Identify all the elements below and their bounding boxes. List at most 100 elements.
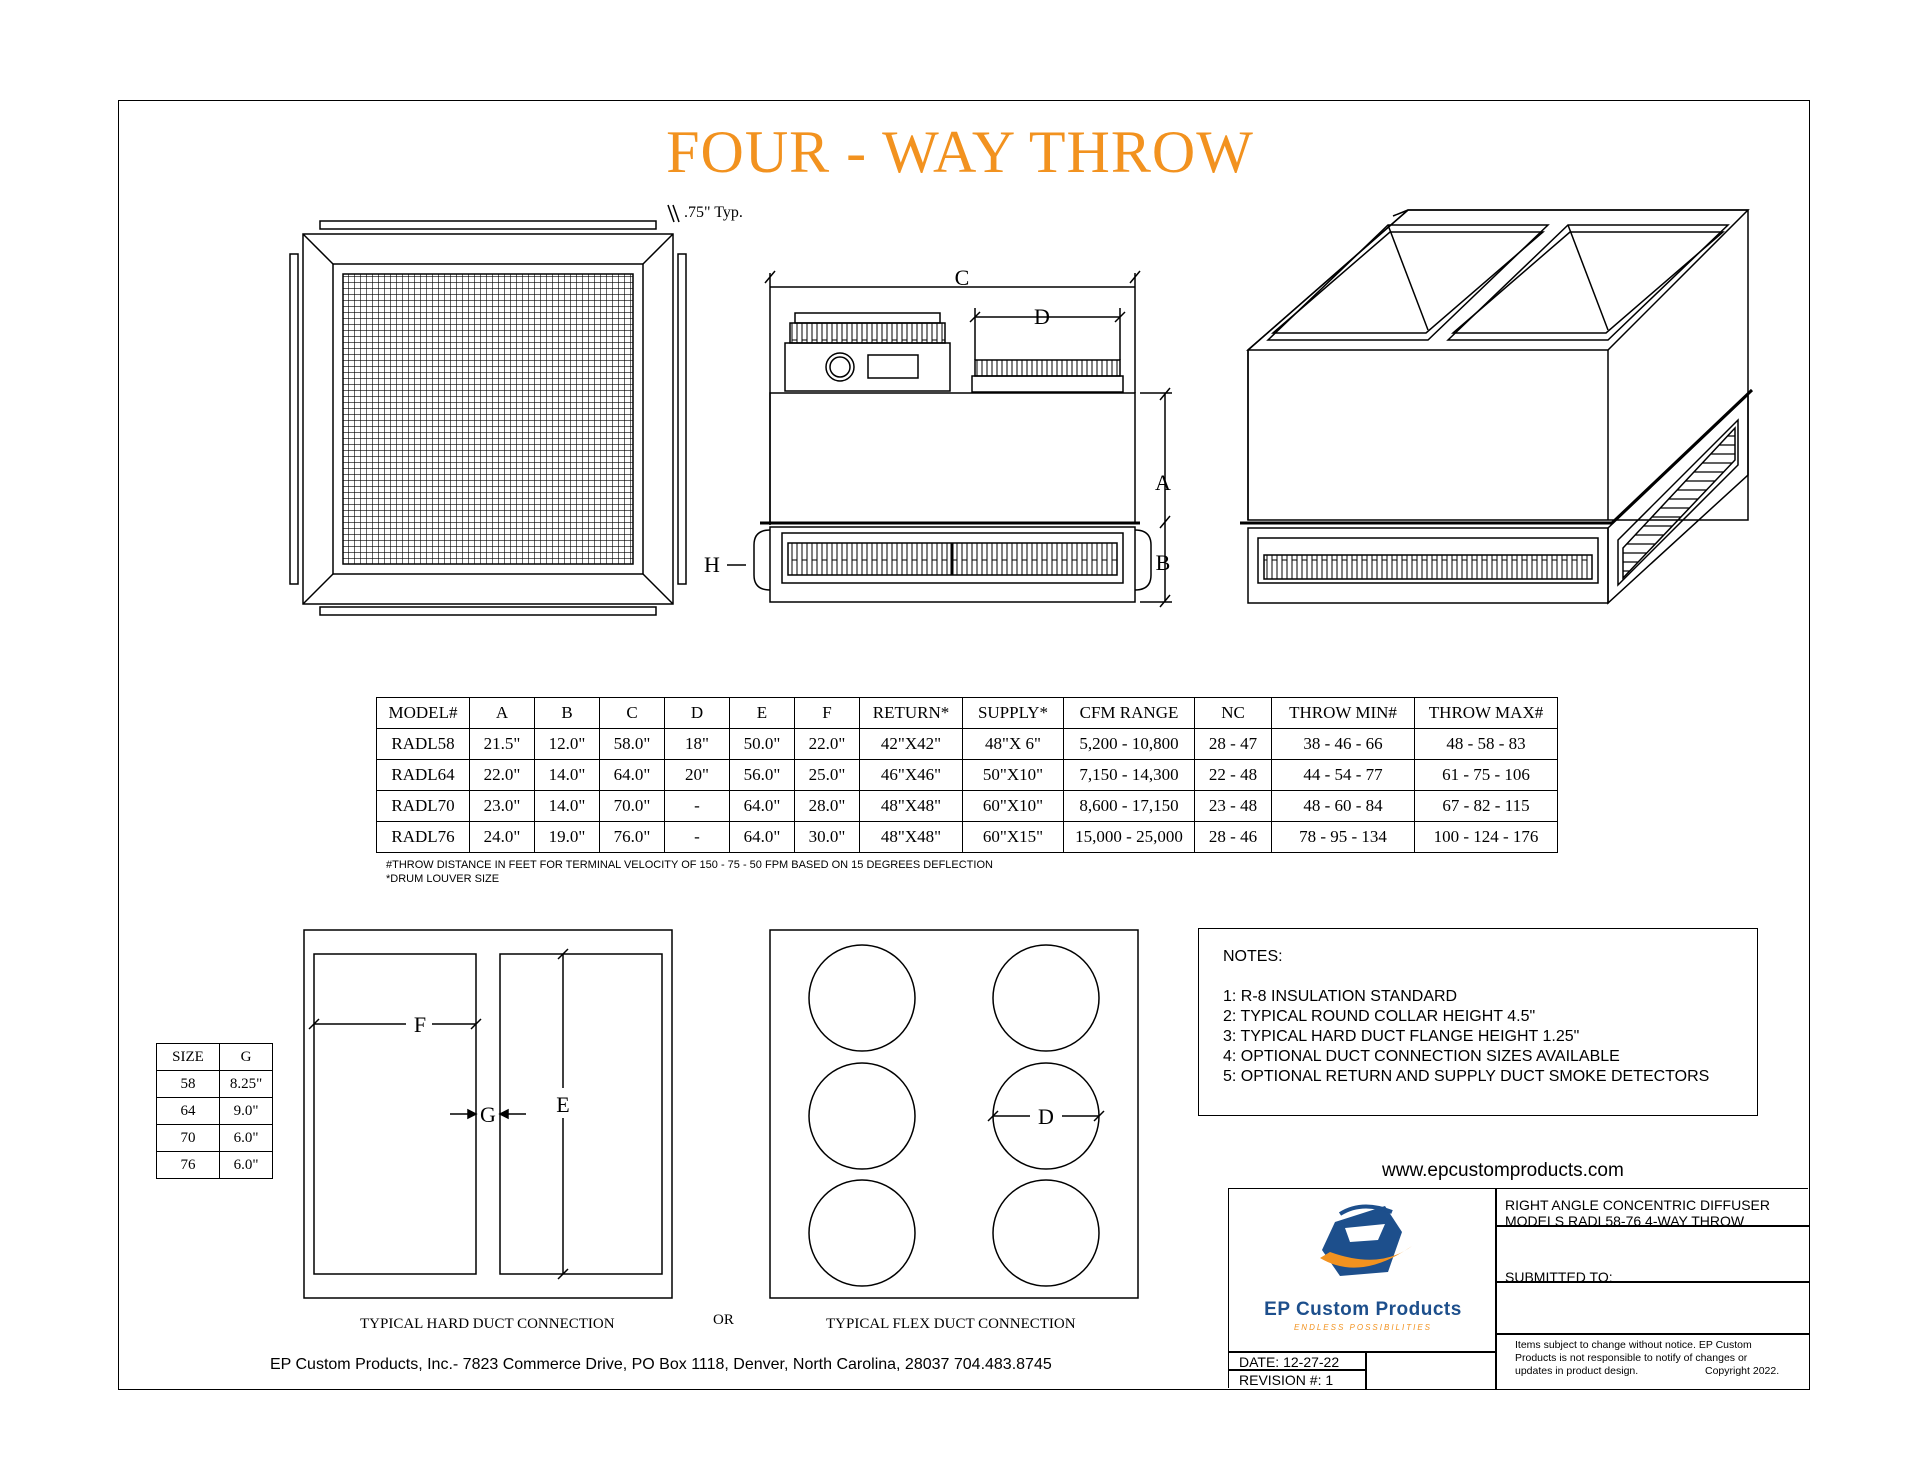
divider [1495, 1225, 1809, 1227]
typical-thickness-label: .75" Typ. [684, 204, 743, 221]
dim-a-label: A [1155, 470, 1171, 495]
col-b: B [534, 697, 600, 729]
table-cell: 48"X48" [859, 821, 963, 853]
table-cell: 14.0" [534, 759, 600, 791]
table-cell: RADL64 [376, 759, 470, 791]
product-line-1: RIGHT ANGLE CONCENTRIC DIFFUSER [1505, 1197, 1770, 1213]
throw-footnote: #THROW DISTANCE IN FEET FOR TERMINAL VEL… [386, 859, 993, 871]
table-cell: 21.5" [469, 728, 535, 760]
dim-d-flex-label: D [1038, 1104, 1054, 1129]
table-cell: 44 - 54 - 77 [1271, 759, 1415, 791]
divider [1229, 1351, 1495, 1353]
table-cell: 8.25" [219, 1070, 273, 1098]
table-cell: 58 [156, 1070, 220, 1098]
product-line-2: MODELS RADL58-76 4-WAY THROW [1505, 1213, 1745, 1229]
table-row: RADL58 21.5" 12.0" 58.0" 18" 50.0" 22.0"… [376, 728, 1558, 760]
disclaimer-line-2: Products is not responsible to notify of… [1515, 1352, 1748, 1364]
or-caption: OR [713, 1312, 734, 1328]
note-item: 2: TYPICAL ROUND COLLAR HEIGHT 4.5" [1223, 1008, 1536, 1025]
col-d: D [664, 697, 730, 729]
table-cell: 60"X15" [962, 821, 1064, 853]
table-row: RADL76 24.0" 19.0" 76.0" - 64.0" 30.0" 4… [376, 821, 1558, 853]
model-spec-table: MODEL# A B C D E F RETURN* SUPPLY* CFM R… [376, 697, 1558, 853]
copyright: Copyright 2022. [1705, 1365, 1780, 1377]
notes-box: NOTES: 1: R-8 INSULATION STANDARD 2: TYP… [1198, 928, 1758, 1116]
table-cell: 56.0" [729, 759, 795, 791]
dim-d-label: D [1034, 304, 1050, 329]
col-c: C [599, 697, 665, 729]
size-table: SIZE G 58 8.25" 64 9.0" 70 6.0" 76 6.0" [156, 1043, 273, 1179]
table-cell: 42"X42" [859, 728, 963, 760]
table-cell: 100 - 124 - 176 [1414, 821, 1558, 853]
col-g: G [219, 1043, 273, 1071]
louver-footnote: *DRUM LOUVER SIZE [386, 873, 500, 885]
table-cell: 38 - 46 - 66 [1271, 728, 1415, 760]
table-cell: 7,150 - 14,300 [1063, 759, 1195, 791]
col-supply: SUPPLY* [962, 697, 1064, 729]
website-link[interactable]: www.epcustomproducts.com [1382, 1160, 1624, 1181]
table-cell: 20" [664, 759, 730, 791]
company-logo-mark [1320, 1204, 1412, 1276]
table-cell: 64.0" [729, 790, 795, 822]
table-cell: 22.0" [469, 759, 535, 791]
table-cell: 23 - 48 [1194, 790, 1272, 822]
date-field: DATE: 12-27-22 [1239, 1354, 1340, 1370]
table-cell: 48 - 58 - 83 [1414, 728, 1558, 760]
table-cell: 19.0" [534, 821, 600, 853]
spec-header-row: MODEL# A B C D E F RETURN* SUPPLY* CFM R… [376, 697, 1558, 729]
dim-b-label: B [1156, 550, 1171, 575]
dim-c-label: C [955, 265, 970, 290]
table-cell: 23.0" [469, 790, 535, 822]
hard-duct-caption: TYPICAL HARD DUCT CONNECTION [360, 1316, 615, 1332]
drawing-sheet-border [118, 100, 1810, 1390]
table-cell: - [664, 790, 730, 822]
table-cell: 18" [664, 728, 730, 760]
table-cell: - [664, 821, 730, 853]
divider [1495, 1333, 1809, 1335]
table-cell: RADL70 [376, 790, 470, 822]
table-cell: 78 - 95 - 134 [1271, 821, 1415, 853]
submitted-to-label: SUBMITTED TO: [1505, 1269, 1613, 1285]
col-nc: NC [1194, 697, 1272, 729]
table-cell: 8,600 - 17,150 [1063, 790, 1195, 822]
note-item: 1: R-8 INSULATION STANDARD [1223, 988, 1458, 1005]
col-throw-max: THROW MAX# [1414, 697, 1558, 729]
logo-company-name: EP Custom Products [1264, 1299, 1462, 1320]
col-size: SIZE [156, 1043, 220, 1071]
size-header-row: SIZE G [156, 1043, 273, 1071]
divider [1495, 1189, 1497, 1389]
table-cell: 48"X48" [859, 790, 963, 822]
table-cell: RADL58 [376, 728, 470, 760]
table-cell: 46"X46" [859, 759, 963, 791]
table-cell: 6.0" [219, 1151, 273, 1179]
revision-field: REVISION #: 1 [1239, 1372, 1334, 1388]
col-a: A [469, 697, 535, 729]
table-cell: 12.0" [534, 728, 600, 760]
company-address-footer: EP Custom Products, Inc.- 7823 Commerce … [270, 1356, 1052, 1373]
table-cell: 61 - 75 - 106 [1414, 759, 1558, 791]
note-item: 5: OPTIONAL RETURN AND SUPPLY DUCT SMOKE… [1223, 1068, 1710, 1085]
table-cell: 67 - 82 - 115 [1414, 790, 1558, 822]
table-row: 64 9.0" [156, 1097, 273, 1125]
col-e: E [729, 697, 795, 729]
table-row: RADL70 23.0" 14.0" 70.0" - 64.0" 28.0" 4… [376, 790, 1558, 822]
logo-tagline: ENDLESS POSSIBILITIES [1293, 1323, 1433, 1332]
flex-duct-caption: TYPICAL FLEX DUCT CONNECTION [826, 1316, 1076, 1332]
divider [1495, 1281, 1809, 1283]
table-cell: 15,000 - 25,000 [1063, 821, 1195, 853]
table-cell: 28.0" [794, 790, 860, 822]
top-view-diffuser [289, 204, 687, 616]
col-throw-min: THROW MIN# [1271, 697, 1415, 729]
col-model: MODEL# [376, 697, 470, 729]
table-cell: 5,200 - 10,800 [1063, 728, 1195, 760]
dim-h-label: H [704, 552, 720, 577]
side-view-diffuser [727, 270, 1172, 608]
title-block: RIGHT ANGLE CONCENTRIC DIFFUSER MODELS R… [1228, 1188, 1809, 1389]
table-cell: 70.0" [599, 790, 665, 822]
table-row: RADL64 22.0" 14.0" 64.0" 20" 56.0" 25.0"… [376, 759, 1558, 791]
table-cell: 24.0" [469, 821, 535, 853]
table-cell: 50.0" [729, 728, 795, 760]
table-cell: 58.0" [599, 728, 665, 760]
table-cell: 25.0" [794, 759, 860, 791]
table-cell: 64 [156, 1097, 220, 1125]
